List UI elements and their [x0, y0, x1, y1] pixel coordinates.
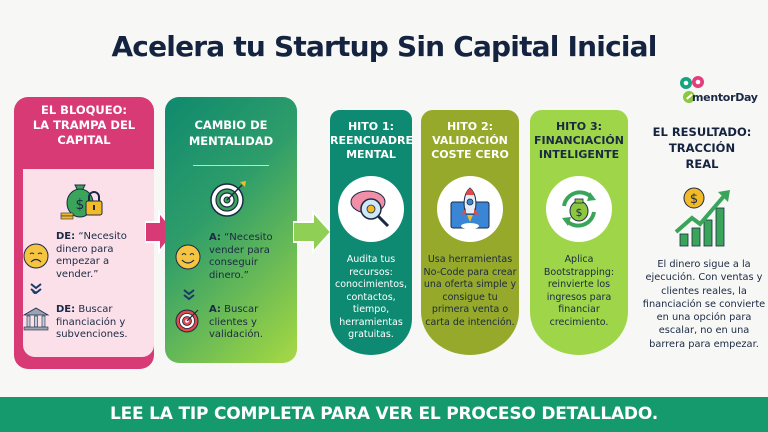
bloqueo-item-1-text: DE: “Necesito dinero para empezar a vend… — [56, 231, 146, 281]
item-text: “Necesito dinero para empezar a vender.” — [56, 231, 127, 280]
footer-cta-banner[interactable]: LEE LA TIP COMPLETA PARA VER EL PROCESO … — [0, 397, 768, 432]
title-line: CAPITAL — [57, 133, 111, 147]
title-line: COSTE CERO — [431, 148, 509, 161]
title-line: INTELIGENTE — [538, 148, 620, 161]
arrow-right-icon — [293, 210, 333, 254]
result-text: El dinero sigue a la ejecución. Con vent… — [642, 259, 766, 350]
money-cycle-icon: $ — [562, 190, 596, 228]
title-line: TRACCIÓN — [668, 141, 736, 155]
title-line: CAMBIO DE — [194, 118, 268, 132]
prefix: DE: — [56, 304, 76, 315]
double-chevron-down-icon: ⌄ — [30, 284, 40, 297]
result-title: EL RESULTADO: TRACCIÓN REAL — [642, 124, 762, 172]
footer-cta-text[interactable]: LEE LA TIP COMPLETA PARA VER EL PROCESO … — [110, 404, 658, 424]
item-text: Buscar clientes y validación. — [209, 304, 263, 340]
divider — [193, 165, 269, 166]
title-line: MENTAL — [346, 148, 396, 161]
title-line: HITO 1: — [347, 120, 395, 133]
double-chevron-down-icon — [30, 283, 42, 295]
title-line: HITO 3: — [555, 120, 603, 133]
hito-2-text: Usa herramientas No-Code para crear una … — [423, 254, 517, 328]
prefix: DE: — [56, 231, 76, 242]
sad-face-icon — [23, 243, 49, 269]
page-title: Acelera tu Startup Sin Capital Inicial — [111, 30, 657, 63]
hito-3-text: Aplica Bootstrapping: reinvierte los ing… — [543, 254, 615, 328]
item-text: “Necesito vender para conseguir dinero.” — [209, 232, 273, 281]
svg-text:$: $ — [576, 206, 583, 219]
hito-3-title: HITO 3: FINANCIACIÓN INTELIGENTE — [530, 120, 628, 162]
prefix: A: — [209, 304, 221, 315]
mentalidad-item-1-text: A: “Necesito vender para conseguir diner… — [209, 232, 293, 282]
icon-circle — [437, 176, 503, 242]
growth-chart-icon: $ — [674, 187, 730, 247]
double-chevron-down-icon — [183, 289, 195, 301]
card-hito-3: HITO 3: FINANCIACIÓN INTELIGENTE $ Aplic… — [530, 110, 628, 355]
title-line: EL BLOQUEO: — [41, 103, 127, 117]
prefix: A: — [209, 232, 221, 243]
svg-text:$: $ — [690, 192, 698, 207]
card-bloqueo-title: EL BLOQUEO: LA TRAMPA DEL CAPITAL — [14, 103, 154, 148]
brain-magnifier-icon — [350, 190, 390, 228]
title-line: LA TRAMPA DEL — [32, 118, 136, 132]
svg-text:$: $ — [76, 197, 85, 213]
mentalidad-item-1: A: “Necesito vender para conseguir diner… — [209, 232, 293, 282]
rocket-blueprint-icon — [450, 187, 490, 229]
bloqueo-item-2: DE: Buscar financiación y subvenciones. — [56, 304, 148, 342]
target-arrow-icon — [175, 309, 199, 333]
title-line: VALIDACIÓN — [432, 134, 508, 147]
happy-face-icon — [175, 244, 201, 270]
hito-1-text: Audita tus recursos: conocimientos, cont… — [335, 254, 407, 340]
icon-circle — [338, 176, 404, 242]
title-line: REENCUADRE — [330, 134, 413, 147]
title-line: EL RESULTADO: — [652, 125, 752, 139]
mentalidad-item-2-text: A: Buscar clientes y validación. — [209, 304, 293, 342]
title-line: HITO 2: — [446, 120, 494, 133]
title-line: FINANCIACIÓN — [534, 134, 624, 147]
bloqueo-item-1: DE: “Necesito dinero para empezar a vend… — [56, 231, 146, 281]
hito-1-title: HITO 1: REENCUADRE MENTAL — [330, 120, 413, 162]
card-mentalidad-title: CAMBIO DE MENTALIDAD — [165, 117, 297, 149]
title-line: REAL — [685, 157, 719, 171]
card-hito-2: HITO 2: VALIDACIÓN COSTE CERO Usa herram… — [421, 110, 519, 355]
icon-circle: $ — [546, 176, 612, 242]
title-line: MENTALIDAD — [188, 134, 274, 148]
mentorday-logo-icon — [680, 76, 704, 103]
money-bag-lock-icon: $ — [60, 184, 103, 220]
mentalidad-item-2: A: Buscar clientes y validación. — [209, 304, 293, 342]
logo-text: mentorDay — [692, 91, 758, 104]
hito-2-title: HITO 2: VALIDACIÓN COSTE CERO — [421, 120, 519, 162]
target-icon — [210, 181, 246, 217]
bank-icon — [22, 307, 50, 331]
item-text: Buscar financiación y subvenciones. — [56, 304, 128, 340]
card-hito-1: HITO 1: REENCUADRE MENTAL Audita tus rec… — [330, 110, 413, 355]
bloqueo-item-2-text: DE: Buscar financiación y subvenciones. — [56, 304, 148, 342]
